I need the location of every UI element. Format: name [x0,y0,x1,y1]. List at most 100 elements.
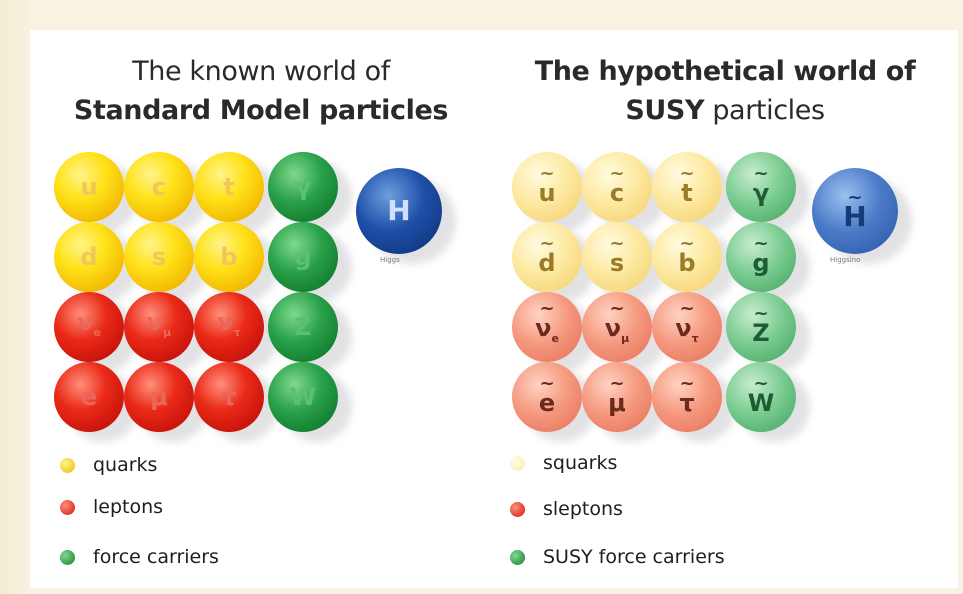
photon-symbol: γ [294,173,312,201]
top-quark-symbol: t [223,173,235,201]
tilde-mark: ~ [847,187,863,208]
tilde-mark: ~ [679,373,695,394]
photon: γ [268,152,338,222]
gluon: g [268,222,338,292]
strange-squark-symbol: s [609,249,625,277]
tilde-mark: ~ [679,297,695,319]
zino: ~Z [726,292,796,362]
down-squark: ~d [512,222,582,292]
tau-sneutrino: ~ντ [652,292,722,362]
tilde-mark: ~ [539,233,555,254]
tilde-mark: ~ [609,163,625,184]
leptons-legend-label: leptons [93,496,164,518]
electron-symbol: e [80,383,98,411]
gluino-symbol: g [752,249,770,277]
muon-symbol: μ [150,383,168,411]
tilde-mark: ~ [539,163,555,184]
higgsino-symbol: H [843,200,867,233]
tilde-mark: ~ [753,233,769,254]
z-boson-symbol: Z [294,313,312,341]
tau-sneutrino-letter: ν [675,313,692,342]
bottom-squark-symbol: b [678,249,696,277]
down-quark: d [54,222,124,292]
legend-quarks: quarks [60,452,157,478]
muon: μ [124,362,194,432]
strange-squark: ~s [582,222,652,292]
electron-neutrino-letter: ν [77,307,94,336]
higgs-boson: H [356,168,442,254]
stau: ~τ [652,362,722,432]
sleptons-legend-label: sleptons [543,498,623,520]
standard-model-title: The known world of Standard Model partic… [30,52,492,130]
bottom-quark-symbol: b [220,243,238,271]
quarks-legend-dot [60,457,75,473]
tau-sneutrino-symbol: ντ [675,316,698,351]
muon-sneutrino-subscript: μ [621,331,630,345]
charm-squark-symbol: c [609,179,625,207]
strange-quark-symbol: s [151,243,167,271]
charm-quark: c [124,152,194,222]
susy-title-susy: SUSY [625,95,705,126]
charm-quark-symbol: c [151,173,167,201]
higgs-label: Higgs [380,256,400,264]
tilde-mark: ~ [679,163,695,184]
selectron: ~e [512,362,582,432]
tilde-mark: ~ [679,233,695,254]
gluino: ~g [726,222,796,292]
electron-neutrino-subscript: e [93,325,101,339]
susy-title-line2: SUSY particles [492,91,958,130]
tilde-mark: ~ [609,373,625,394]
w-boson-symbol: W [289,383,317,411]
electron: e [54,362,124,432]
wino: ~W [726,362,796,432]
wino-symbol: W [747,389,775,417]
smuon-symbol: μ [608,389,626,417]
electron-sneutrino: ~νe [512,292,582,362]
higgsino-label: Higgsino [830,256,861,264]
susy-title-line1: The hypothetical world of [534,56,916,87]
tilde-mark: ~ [609,233,625,254]
muon-neutrino-letter: ν [146,307,164,336]
photino: ~γ [726,152,796,222]
standard-model-title-line1: The known world of [132,56,390,87]
susy-force-carriers-legend-label: SUSY force carriers [543,546,725,568]
tau-neutrino-symbol: ντ [217,310,240,345]
muon-neutrino-subscript: μ [163,325,172,339]
top-squark-symbol: t [681,179,693,207]
tilde-mark: ~ [753,303,769,324]
tilde-mark: ~ [539,373,555,394]
force-carriers-legend-label: force carriers [93,546,219,568]
tau-sneutrino-subscript: τ [691,331,699,345]
muon-neutrino: νμ [124,292,194,362]
legend-squarks: squarks [510,450,617,476]
standard-model-panel: The known world of Standard Model partic… [30,30,492,588]
tau-neutrino: ντ [194,292,264,362]
stau-symbol: τ [679,389,695,417]
quarks-legend-label: quarks [93,454,158,476]
tilde-mark: ~ [753,373,769,394]
photino-symbol: γ [752,179,770,207]
selectron-symbol: e [538,389,556,417]
electron-sneutrino-letter: ν [535,313,552,342]
susy-figure: The known world of Standard Model partic… [30,30,958,588]
smuon: ~μ [582,362,652,432]
legend-force-carriers: force carriers [60,544,219,570]
bottom-squark: ~b [652,222,722,292]
w-boson: W [268,362,338,432]
higgsino: ~H [812,168,898,254]
up-quark: u [54,152,124,222]
tilde-mark: ~ [753,163,769,184]
strange-quark: s [124,222,194,292]
susy-force-carriers-legend-dot [510,549,525,565]
tau-neutrino-subscript: τ [233,325,241,339]
tau-neutrino-letter: ν [217,307,234,336]
squarks-legend-label: squarks [543,452,618,474]
z-boson: Z [268,292,338,362]
down-squark-symbol: d [538,249,556,277]
tau: τ [194,362,264,432]
zino-symbol: Z [752,319,770,347]
susy-title: The hypothetical world of SUSY particles [492,52,958,130]
top-squark: ~t [652,152,722,222]
muon-sneutrino-letter: ν [604,313,622,342]
electron-neutrino: νe [54,292,124,362]
